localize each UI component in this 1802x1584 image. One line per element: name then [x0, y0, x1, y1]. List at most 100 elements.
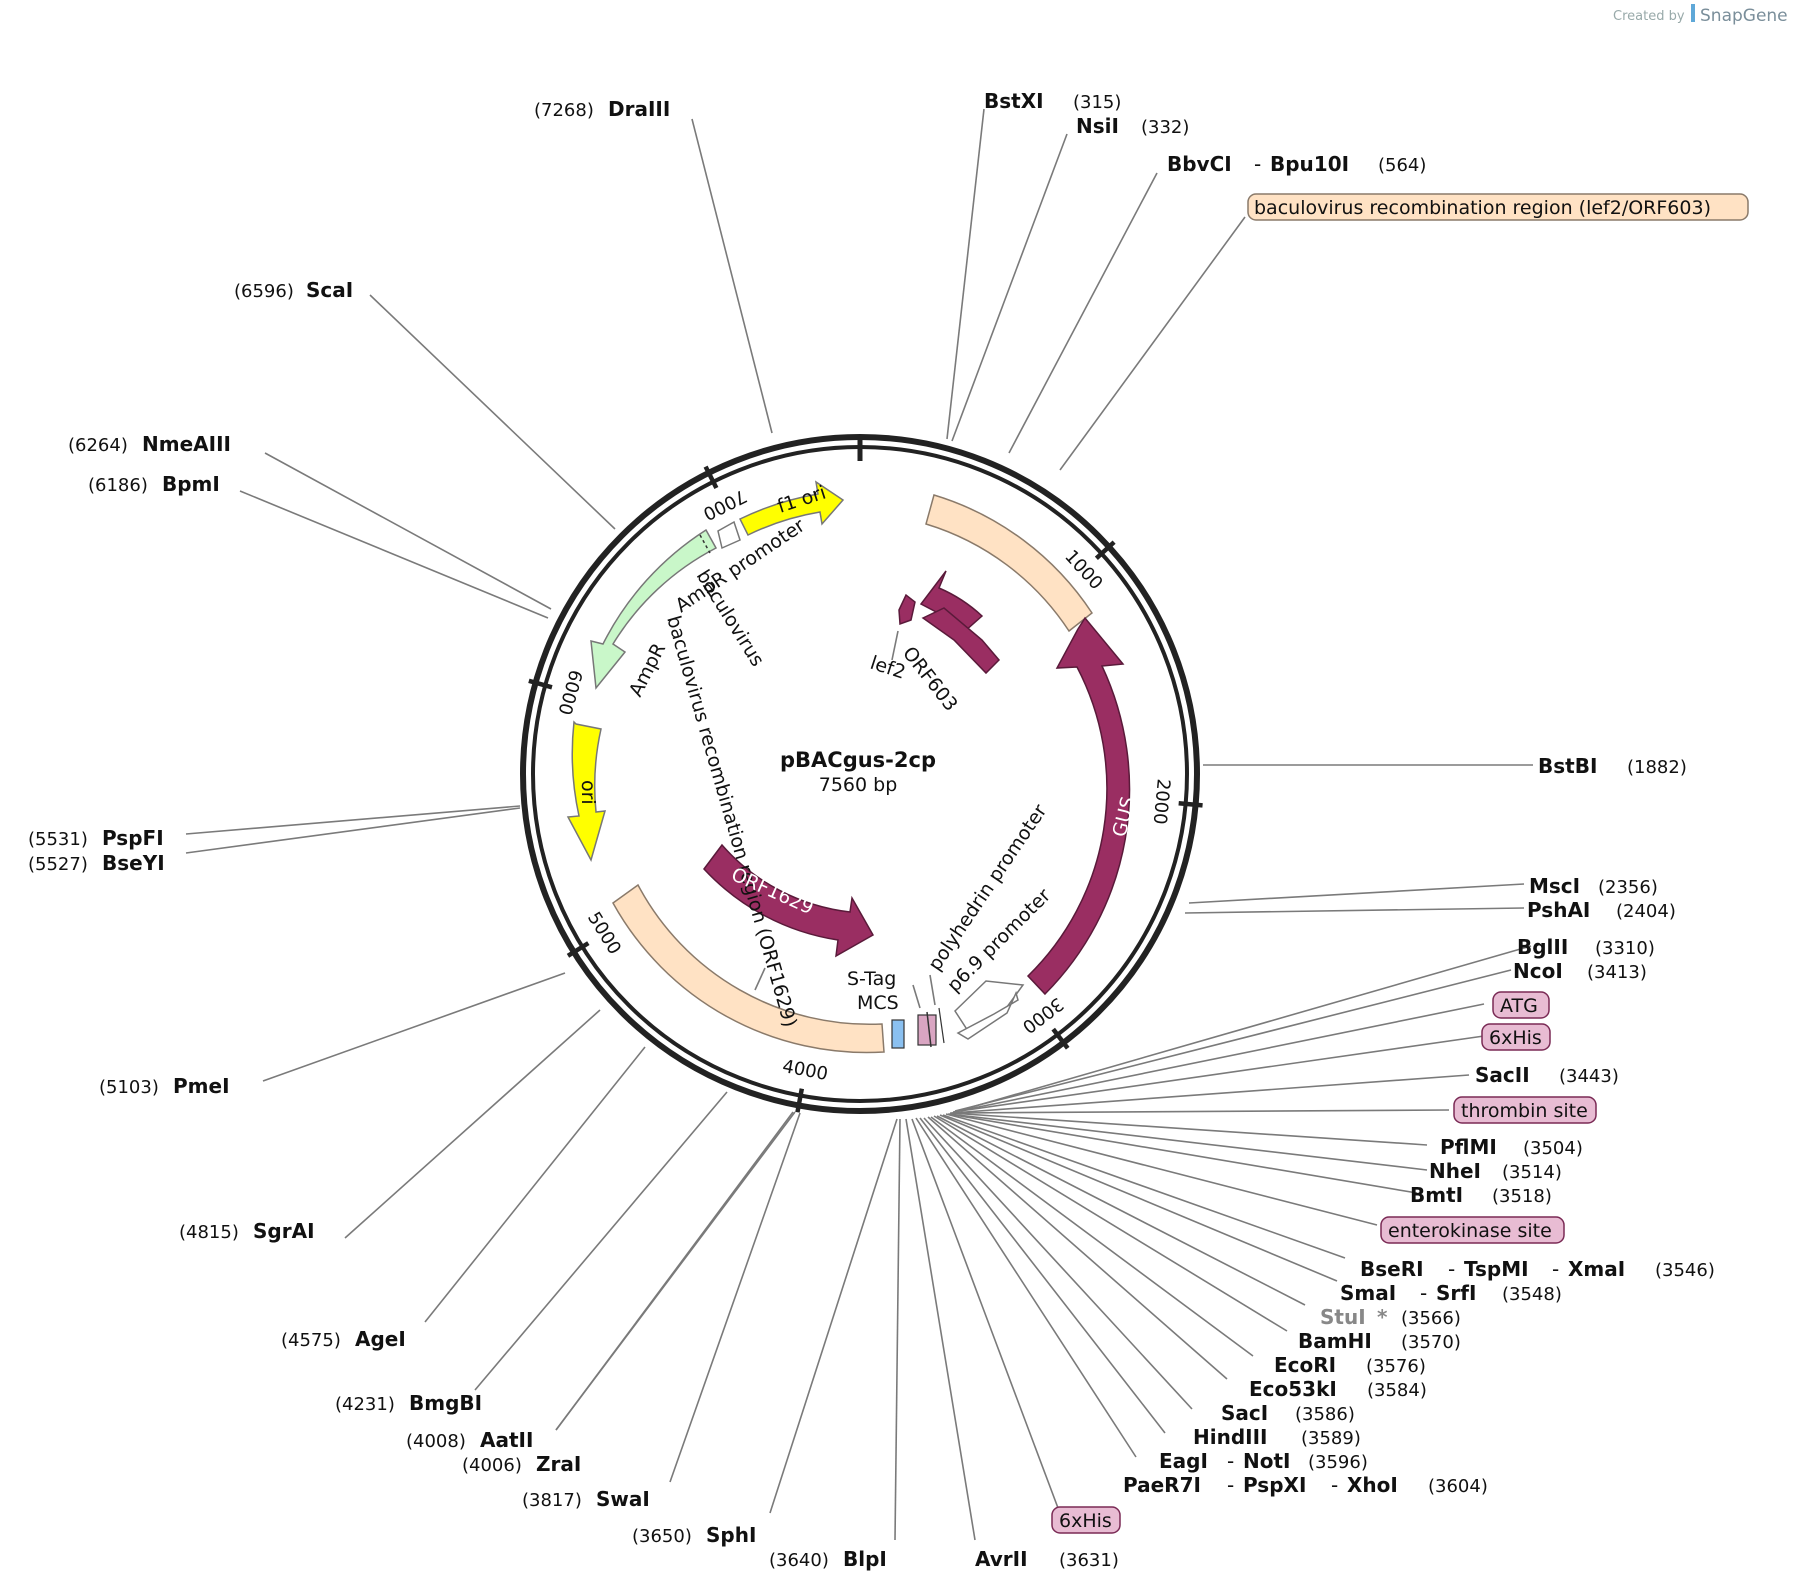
credit-prefix: Created by [1613, 9, 1685, 24]
site-noti-name[interactable]: NotI [1243, 1449, 1290, 1473]
site-bpu10i-name[interactable]: Bpu10I [1270, 152, 1349, 176]
site-pspfi-name[interactable]: PspFI [102, 826, 164, 850]
his-top-box[interactable]: 6xHis [1481, 1023, 1551, 1051]
site-bbvci-name[interactable]: BbvCI [1167, 152, 1232, 176]
site-paer7i-name[interactable]: PaeR7I [1123, 1473, 1201, 1497]
site-bamhi-name[interactable]: BamHI [1298, 1329, 1372, 1353]
site-saci-name[interactable]: SacI [1221, 1401, 1268, 1425]
bv-region-box[interactable]: baculovirus recombination region (lef2/O… [1247, 193, 1749, 221]
site-bseyi-name[interactable]: BseYI [102, 851, 165, 875]
ori-arrow[interactable] [566, 720, 607, 862]
site-bseri-name[interactable]: BseRI [1360, 1257, 1424, 1281]
site-bamhi-pos: (3570) [1401, 1332, 1461, 1353]
site-smai-pos: (3548) [1502, 1284, 1562, 1305]
site-bseri-pos: (3546) [1655, 1260, 1715, 1281]
atg-box[interactable]: ATG [1492, 991, 1550, 1019]
site-msci-name[interactable]: MscI [1529, 874, 1580, 898]
tick-label-4000: 4000 [781, 1056, 830, 1085]
site-stui-star: * [1377, 1305, 1388, 1329]
site-avrii-name[interactable]: AvrII [975, 1547, 1028, 1571]
stag-leader [912, 984, 921, 1009]
site-tspmi-name[interactable]: TspMI [1464, 1257, 1529, 1281]
site-stui-name[interactable]: StuI [1320, 1305, 1366, 1329]
site-bmti-name[interactable]: BmtI [1410, 1183, 1463, 1207]
his-bottom-box[interactable]: 6xHis [1051, 1506, 1121, 1534]
orf603-label: ORF603 [898, 643, 962, 716]
site-blpi-name[interactable]: BlpI [843, 1547, 887, 1571]
site-ecori-name[interactable]: EcoRI [1274, 1353, 1336, 1377]
site-draiii-name[interactable]: DraIII [608, 97, 670, 121]
site-ncoi-name[interactable]: NcoI [1513, 959, 1563, 983]
site-hindiii-name[interactable]: HindIII [1193, 1425, 1267, 1449]
stag-label: S-Tag [847, 968, 896, 990]
ampr-promoter-label: AmpR promoter [671, 514, 809, 617]
site-bstxi-pos: (315) [1073, 92, 1121, 113]
enterokinase-box[interactable]: enterokinase site [1380, 1216, 1565, 1244]
tick-6000 [528, 678, 553, 690]
site-eagi-pos: (3596) [1308, 1452, 1368, 1473]
site-pmei-name[interactable]: PmeI [173, 1074, 230, 1098]
site-swai-pos: (3817) [522, 1490, 582, 1511]
restriction-sites: (7268) DraIII BstXI (315) NsiI (332) Bbv… [28, 89, 1715, 1571]
site-zrai-name[interactable]: ZraI [536, 1452, 581, 1476]
stag-feature[interactable] [891, 1019, 905, 1049]
f1-ori-arrow[interactable] [738, 480, 845, 536]
lef2-leader [891, 630, 899, 661]
ampr-label: AmpR [625, 640, 670, 701]
site-saci-pos: (3586) [1295, 1404, 1355, 1425]
bv-left-label-leader [754, 967, 766, 991]
site-bmti-pos: (3518) [1492, 1186, 1552, 1207]
site-bstbi-name[interactable]: BstBI [1538, 754, 1597, 778]
site-nhei-name[interactable]: NheI [1429, 1159, 1481, 1183]
site-eco53ki-pos: (3584) [1367, 1380, 1427, 1401]
site-srfi-name[interactable]: SrfI [1436, 1281, 1476, 1305]
site-sgrai-name[interactable]: SgrAI [253, 1219, 315, 1243]
ampr-arrow[interactable] [590, 528, 718, 690]
bv-region-right-arc[interactable] [925, 494, 1094, 633]
site-bstxi-name[interactable]: BstXI [984, 89, 1044, 113]
site-smai-name[interactable]: SmaI [1340, 1281, 1396, 1305]
site-swai-name[interactable]: SwaI [596, 1487, 650, 1511]
site-eagi-name[interactable]: EagI [1159, 1449, 1208, 1473]
site-pspxi-name[interactable]: PspXI [1243, 1473, 1306, 1497]
site-xhoi-name[interactable]: XhoI [1347, 1473, 1398, 1497]
site-aatii-name[interactable]: AatII [480, 1428, 533, 1452]
site-xmai-name[interactable]: XmaI [1568, 1257, 1625, 1281]
site-sphi-name[interactable]: SphI [706, 1523, 756, 1547]
site-bbvci-pos: (564) [1378, 155, 1426, 176]
orf1629-arrow[interactable] [703, 843, 875, 958]
site-eco53ki-name[interactable]: Eco53kI [1249, 1377, 1337, 1401]
site-tspmi-dash: - [1552, 1257, 1559, 1281]
site-scai-name[interactable]: ScaI [306, 278, 353, 302]
thrombin-box[interactable]: thrombin site [1453, 1096, 1597, 1124]
p69-promoter-arrow[interactable] [956, 990, 1019, 1040]
site-bpmi-name[interactable]: BpmI [162, 472, 220, 496]
site-pshai-name[interactable]: PshAI [1527, 898, 1590, 922]
site-zrai-pos: (4006) [462, 1455, 522, 1476]
site-bglii-name[interactable]: BglII [1517, 935, 1568, 959]
site-nmeaiii-name[interactable]: NmeAIII [142, 432, 231, 456]
lef2-arrow[interactable] [898, 593, 916, 626]
site-draiii-pos: (7268) [534, 100, 594, 121]
bv-region-left-arc[interactable] [612, 883, 885, 1054]
ampr-promoter-arrow[interactable] [717, 520, 741, 550]
site-smai-dash: - [1420, 1281, 1427, 1305]
polyhedrin-leader [929, 974, 936, 1006]
site-pflmi-name[interactable]: PflMI [1440, 1135, 1497, 1159]
site-eagi-dash: - [1227, 1449, 1234, 1473]
mcs-divider [926, 1011, 932, 1048]
site-bmgbi-name[interactable]: BmgBI [409, 1391, 482, 1415]
site-sacii-name[interactable]: SacII [1475, 1063, 1530, 1087]
orf603-arrow-head [921, 607, 1001, 675]
mcs-feature[interactable] [917, 1014, 937, 1046]
tick-7000 [703, 465, 719, 490]
snapgene-logo-icon [1691, 4, 1695, 22]
site-nsii-name[interactable]: NsiI [1076, 114, 1119, 138]
site-bbvci-dash: - [1254, 152, 1261, 176]
site-agei-name[interactable]: AgeI [355, 1327, 406, 1351]
bv-region-box-label: baculovirus recombination region (lef2/O… [1254, 197, 1711, 219]
site-pspxi-dash: - [1331, 1473, 1338, 1497]
tick-4000 [795, 1088, 805, 1113]
gus-arrow[interactable] [1026, 616, 1131, 996]
tag-marker [938, 1007, 945, 1044]
